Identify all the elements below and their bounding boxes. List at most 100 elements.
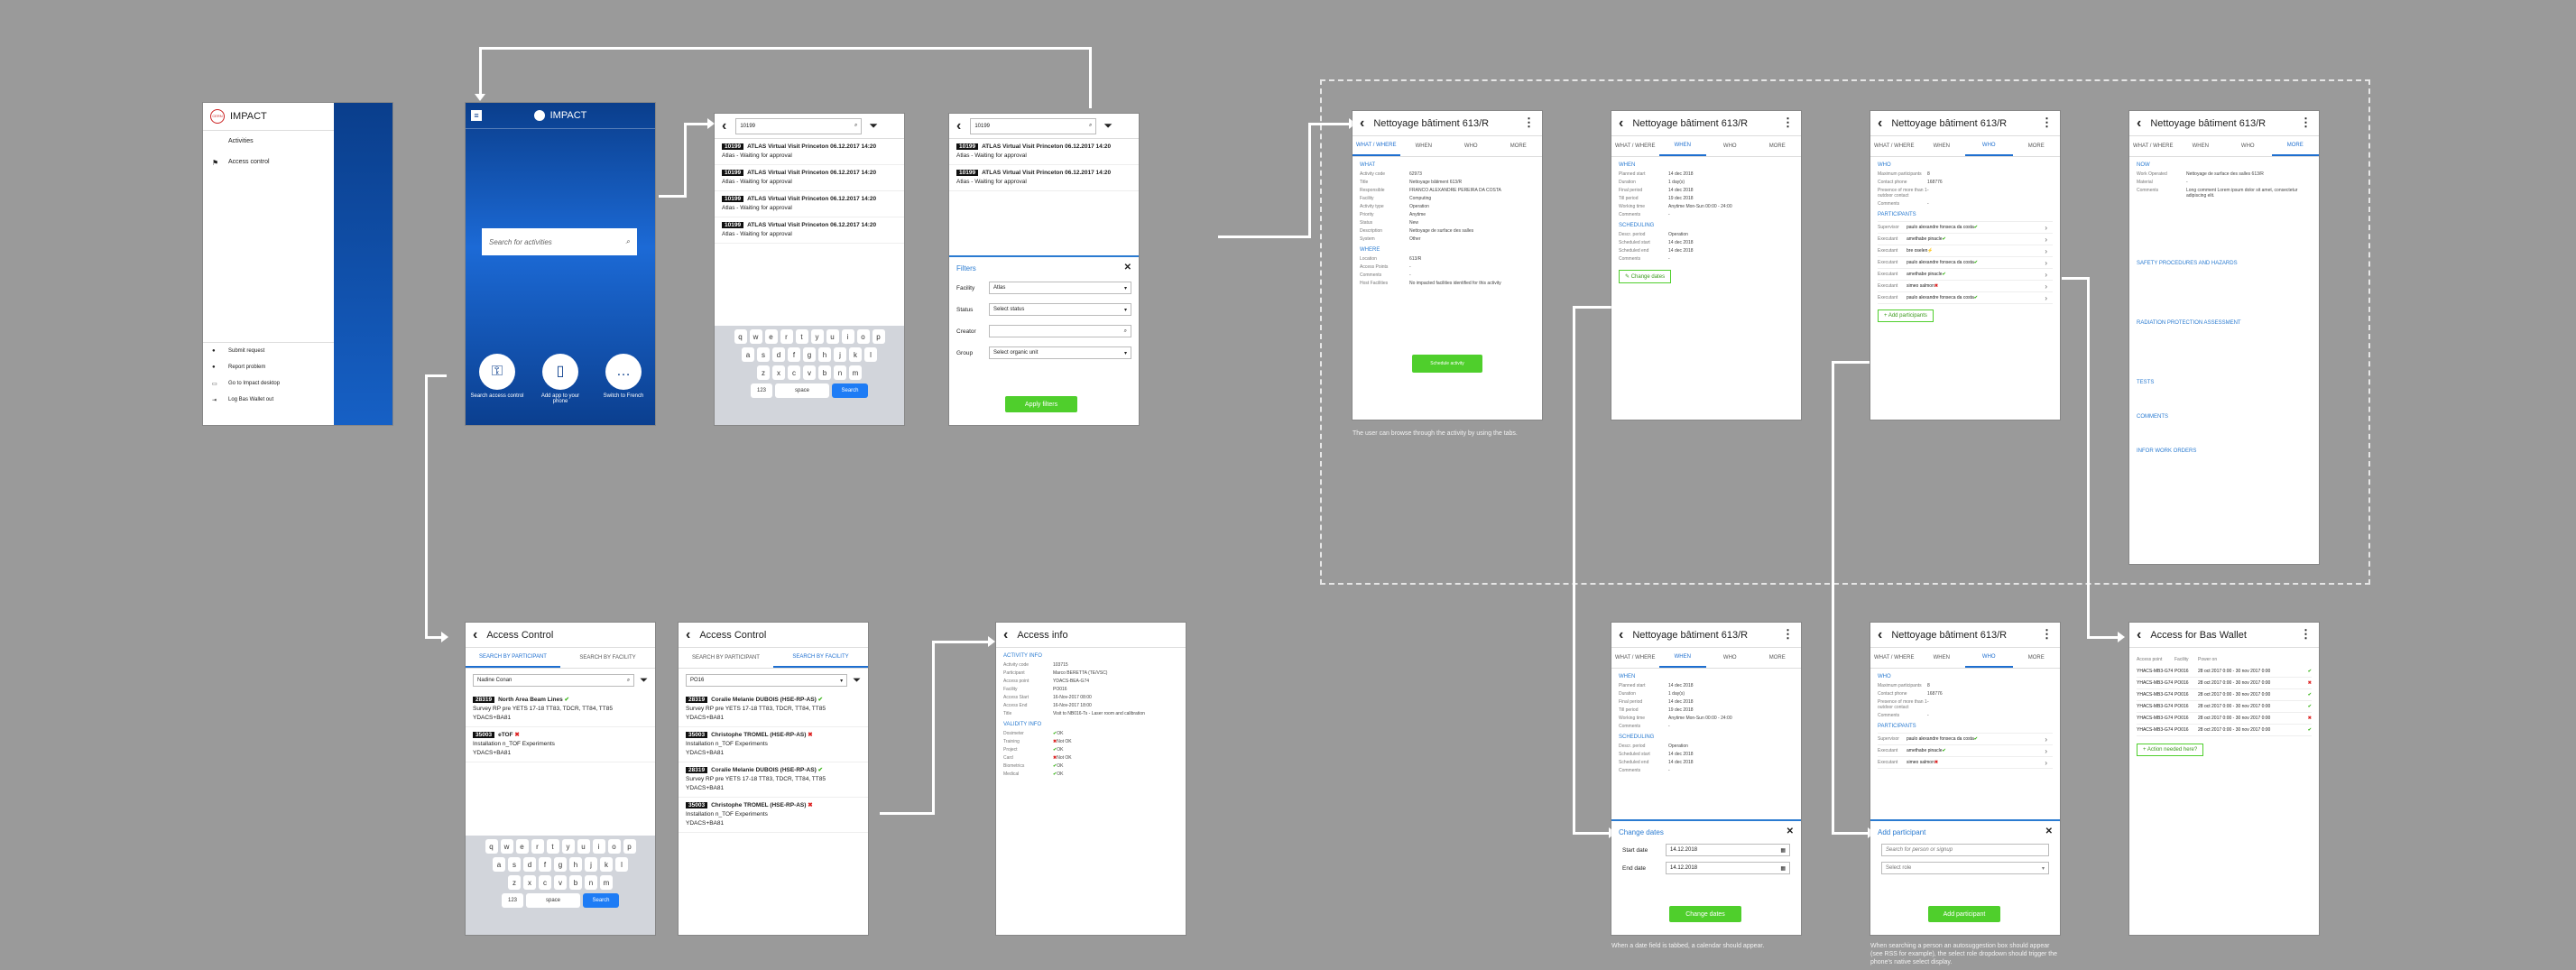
start-date-input[interactable]: 14.12.2018▦ bbox=[1666, 844, 1790, 856]
keyboard-key[interactable]: q bbox=[734, 329, 747, 344]
menu-go-desktop[interactable]: ▭Go to Impact desktop bbox=[212, 381, 281, 387]
keyboard-key[interactable]: i bbox=[841, 329, 854, 344]
keyboard-key[interactable]: u bbox=[577, 839, 590, 854]
keyboard-key[interactable]: o bbox=[607, 839, 621, 854]
tab-by-participant[interactable]: Search by participant bbox=[692, 655, 760, 661]
tab-3[interactable]: More bbox=[2027, 655, 2045, 661]
tab-1[interactable]: When bbox=[2192, 143, 2209, 149]
keyboard-key[interactable]: o bbox=[856, 329, 870, 344]
back-icon[interactable]: ‹ bbox=[722, 117, 727, 134]
tab-2[interactable]: Who bbox=[1722, 655, 1737, 661]
tab-1[interactable]: When bbox=[1658, 136, 1706, 156]
keyboard-key[interactable]: y bbox=[810, 329, 824, 344]
keyboard-key[interactable]: k bbox=[600, 857, 613, 872]
tab-0[interactable]: What / Where bbox=[1615, 143, 1656, 149]
keyboard-key[interactable]: t bbox=[795, 329, 808, 344]
back-icon[interactable]: ‹ bbox=[956, 117, 962, 134]
keyboard-key[interactable]: t bbox=[546, 839, 559, 854]
change-dates-submit[interactable]: Change dates bbox=[1669, 906, 1741, 922]
more-icon[interactable]: ⋮ bbox=[2300, 627, 2312, 641]
hamburger-icon[interactable]: ≡ bbox=[471, 110, 482, 121]
back-icon[interactable]: ‹ bbox=[2137, 626, 2142, 642]
keyboard-key[interactable]: v bbox=[554, 875, 567, 890]
keyboard-key[interactable]: l bbox=[864, 347, 877, 362]
keyboard-key[interactable]: x bbox=[772, 365, 785, 380]
menu-submit-request[interactable]: ●Submit request bbox=[212, 348, 265, 354]
tab-by-participant[interactable]: Search by participant bbox=[466, 648, 560, 668]
keyboard-key[interactable]: p bbox=[872, 329, 885, 344]
tab-3[interactable]: More bbox=[2271, 136, 2319, 156]
tab-3[interactable]: More bbox=[1768, 655, 1786, 661]
tab-by-facility[interactable]: Search by facility bbox=[773, 648, 868, 668]
tab-0[interactable]: What / Where bbox=[1874, 655, 1915, 661]
filter-status-input[interactable]: Select status▾ bbox=[989, 303, 1131, 316]
facility-select[interactable]: PO16▾ bbox=[686, 674, 848, 687]
tab-0[interactable]: What / Where bbox=[1353, 136, 1400, 156]
back-icon[interactable]: ‹ bbox=[2137, 115, 2142, 131]
add-participants-button[interactable]: + Add participants bbox=[1878, 309, 1934, 322]
keyboard-key[interactable]: v bbox=[803, 365, 816, 380]
add-participant-submit[interactable]: Add participant bbox=[1928, 906, 2000, 922]
keyboard-key[interactable]: x bbox=[523, 875, 536, 890]
keyboard-key[interactable]: q bbox=[485, 839, 498, 854]
tab-0[interactable]: What / Where bbox=[1615, 655, 1656, 661]
tab-3[interactable]: More bbox=[1768, 143, 1786, 149]
filter-icon[interactable]: ⏷ bbox=[1103, 119, 1113, 132]
keyboard-key[interactable]: y bbox=[561, 839, 575, 854]
menu-item-access-control[interactable]: ⚑Access control bbox=[212, 159, 270, 167]
close-icon[interactable]: ✕ bbox=[2045, 827, 2053, 836]
action-search-access-control[interactable]: ⚿ Search access control bbox=[470, 354, 524, 404]
keyboard-key[interactable]: w bbox=[749, 329, 762, 344]
keyboard-key[interactable]: w bbox=[500, 839, 513, 854]
tab-3[interactable]: More bbox=[1510, 143, 1527, 149]
tab-2[interactable]: Who bbox=[1965, 648, 2013, 668]
tab-1[interactable]: When bbox=[1658, 648, 1706, 668]
menu-logout[interactable]: ⇥Log Bas Wallet out bbox=[212, 397, 274, 403]
keyboard-key[interactable]: g bbox=[803, 347, 816, 362]
search-activities-field[interactable]: Search for activities ⌕ bbox=[482, 228, 637, 255]
keyboard-key[interactable]: b bbox=[818, 365, 831, 380]
keyboard-key[interactable]: c bbox=[788, 365, 800, 380]
apply-filters-button[interactable]: Apply filters bbox=[1005, 396, 1077, 412]
keyboard-key[interactable]: i bbox=[592, 839, 605, 854]
keyboard-key[interactable]: s bbox=[757, 347, 770, 362]
keyboard-key[interactable]: d bbox=[523, 857, 536, 872]
keyboard-key[interactable]: a bbox=[742, 347, 754, 362]
keyboard-key[interactable]: u bbox=[826, 329, 839, 344]
keyboard-key[interactable]: j bbox=[585, 857, 597, 872]
dimmed-background[interactable] bbox=[334, 103, 392, 425]
keyboard-key[interactable]: z bbox=[508, 875, 521, 890]
filter-icon[interactable]: ⏷ bbox=[869, 119, 878, 132]
back-icon[interactable]: ‹ bbox=[1878, 115, 1883, 131]
tab-2[interactable]: Who bbox=[2240, 143, 2255, 149]
tab-1[interactable]: When bbox=[1415, 143, 1432, 149]
filter-group-input[interactable]: Select organic unit▾ bbox=[989, 346, 1131, 359]
participant-search-input[interactable]: Nadine Conan⌕ bbox=[473, 674, 635, 687]
menu-item-activities[interactable]: Activities bbox=[228, 138, 254, 144]
close-icon[interactable]: ✕ bbox=[1123, 263, 1131, 273]
end-date-input[interactable]: 14.12.2018▦ bbox=[1666, 862, 1790, 874]
schedule-activity-button[interactable]: Schedule activity bbox=[1412, 355, 1482, 373]
tab-1[interactable]: When bbox=[1933, 143, 1950, 149]
keyboard-key[interactable]: m bbox=[600, 875, 613, 890]
keyboard-key[interactable]: n bbox=[834, 365, 846, 380]
search-input[interactable]: 10199⌕ bbox=[970, 117, 1097, 134]
